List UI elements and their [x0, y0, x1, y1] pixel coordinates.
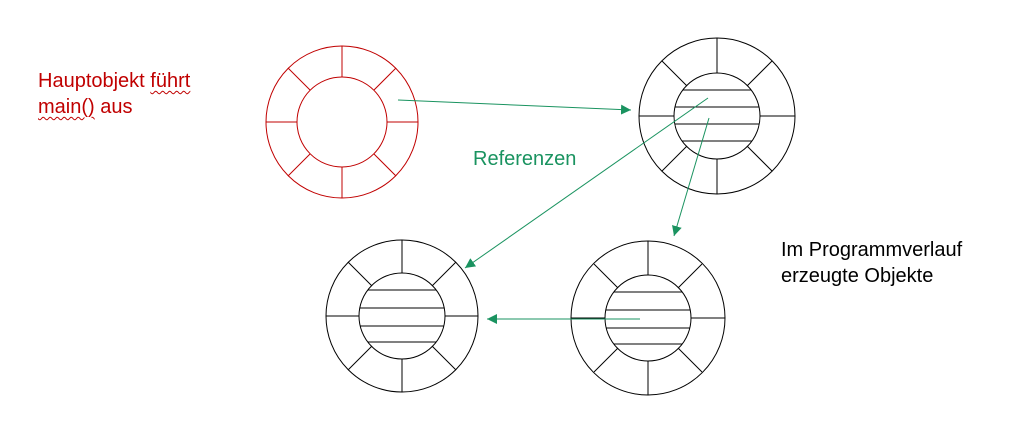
reference-arrow-main-to-top-right: [397, 99, 632, 115]
main-object: [265, 45, 419, 199]
spellcheck-underlined-word: main(): [38, 96, 95, 118]
main-object-label: Hauptobjekt führt main() aus: [38, 68, 190, 120]
created-objects-label-line2: erzeugte Objekte: [781, 265, 934, 287]
created-object-bottom-right: [570, 240, 726, 396]
created-object-bottom-left: [325, 239, 479, 393]
reference-arrow-top-right-to-bottom-right: [672, 117, 710, 237]
created-objects-label-line1: Im Programmverlauf: [781, 239, 963, 261]
created-objects-label: Im Programmverlauf erzeugte Objekte: [781, 237, 962, 289]
spellcheck-underlined-word: führt: [150, 70, 191, 92]
reference-arrow-top-right-to-bottom-left: [464, 97, 709, 269]
references-label: Referenzen: [473, 148, 577, 170]
created-object-top-right: [638, 37, 796, 195]
main-object-label-line1: Hauptobjekt führt: [38, 70, 191, 92]
main-object-label-line2: main() aus: [38, 96, 133, 118]
reference-arrows: [397, 97, 710, 324]
